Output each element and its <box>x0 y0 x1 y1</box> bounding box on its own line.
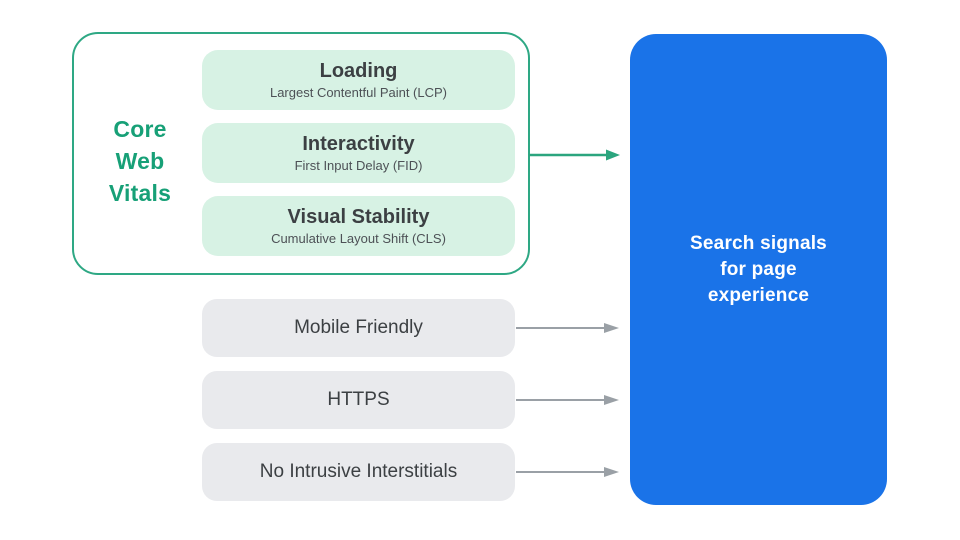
core-web-vitals-label: Core Web Vitals <box>108 116 172 206</box>
vital-subtitle-cls: Cumulative Layout Shift (CLS) <box>271 231 446 246</box>
signal-card-https: HTTPS <box>202 371 515 429</box>
signal-label-mobile-friendly: Mobile Friendly <box>294 317 423 338</box>
vital-title-interactivity: Interactivity <box>302 133 415 155</box>
signal-card-mobile-friendly: Mobile Friendly <box>202 299 515 357</box>
arrow-core-web-vitals-icon <box>529 149 620 161</box>
vital-card-loading: Loading Largest Contentful Paint (LCP) <box>202 50 515 110</box>
vital-subtitle-lcp: Largest Contentful Paint (LCP) <box>269 85 448 100</box>
search-signals-box: Search signals for page experience <box>630 34 887 505</box>
vital-title-visual-stability: Visual Stability <box>287 206 430 228</box>
search-signals-label: Search signals for page experience <box>690 232 827 306</box>
arrow-https-icon <box>516 395 619 405</box>
vital-title-loading: Loading <box>319 60 398 82</box>
vital-subtitle-fid: First Input Delay (FID) <box>294 158 423 173</box>
vital-card-interactivity: Interactivity First Input Delay (FID) <box>202 123 515 183</box>
core-web-vitals-group: Core Web Vitals Loading Largest Contentf… <box>72 32 530 275</box>
signal-card-no-intrusive-interstitials: No Intrusive Interstitials <box>202 443 515 501</box>
signal-label-https: HTTPS <box>327 389 390 410</box>
signal-label-no-intrusive-interstitials: No Intrusive Interstitials <box>259 461 458 482</box>
arrow-no-intrusive-interstitials-icon <box>516 467 619 477</box>
vital-card-visual-stability: Visual Stability Cumulative Layout Shift… <box>202 196 515 256</box>
arrow-mobile-friendly-icon <box>516 323 619 333</box>
